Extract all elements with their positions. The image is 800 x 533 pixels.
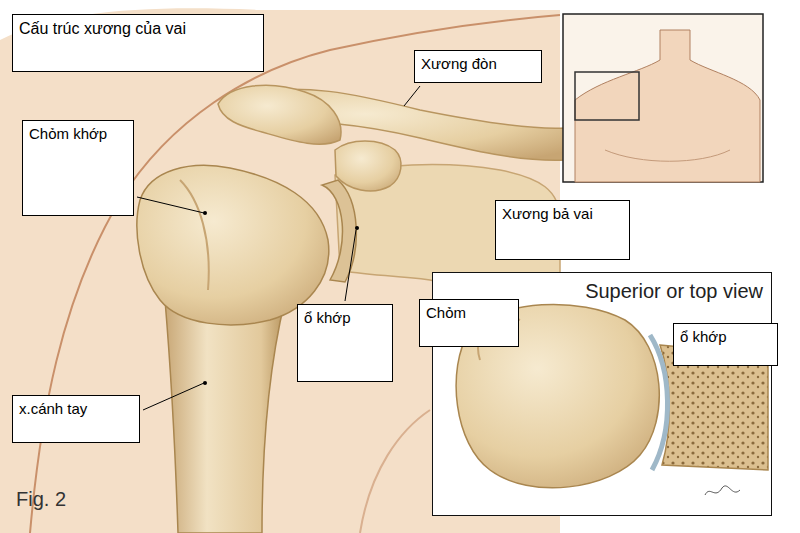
leader-dot [203,211,207,215]
coracoid [335,141,401,191]
panel-heading: Superior or top view [585,279,763,304]
acromion [218,85,341,144]
torso-inset [563,14,763,182]
label-box: Chỏm [419,299,519,347]
label-box: ổ khớp [673,323,778,366]
humerus-head [137,165,329,324]
figure-number: Fig. 2 [16,488,66,511]
inset-panel: Superior or top viewChỏmổ khớp [432,272,772,516]
skin-fold [360,410,430,533]
label-box: Xương đòn [414,50,542,83]
torso [575,30,760,182]
part-name: ổ khớp [680,328,771,347]
part-name: ổ khớp [304,309,386,328]
label-box: Chỏm khớp [22,120,134,216]
part-name: Chỏm [426,304,512,323]
humerus-shaft [165,300,285,533]
part-name: Chỏm khớp [29,125,127,144]
part-name: x.cánh tay [19,400,133,419]
label-box: Xương bả vai [495,200,630,260]
label-box: x.cánh tay [12,395,140,443]
part-name: Xương bả vai [502,205,623,224]
signature [705,486,740,495]
title-box: Cấu trúc xương của vai [12,14,264,72]
torso-line [605,150,730,161]
leader-dot [355,226,359,230]
leader-dot [203,381,207,385]
inset-marker [575,72,639,120]
label-box: ổ khớp [297,304,393,382]
diagram-title: Cấu trúc xương của vai [19,19,257,39]
bone-shading [180,180,209,290]
part-name: Xương đòn [421,55,535,74]
